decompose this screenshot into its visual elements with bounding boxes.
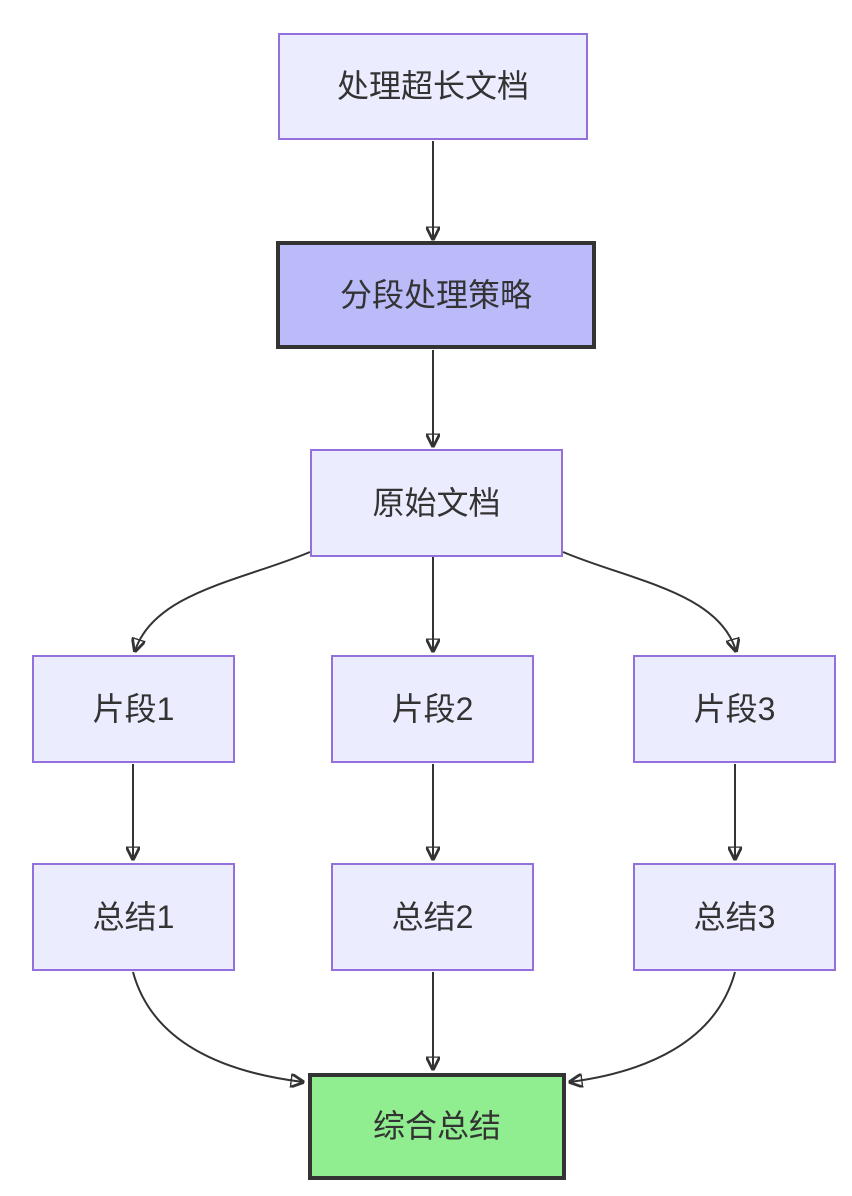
node-label: 分段处理策略 bbox=[339, 276, 532, 313]
node-segmentation-strategy: 分段处理策略 bbox=[276, 241, 596, 349]
node-original-document: 原始文档 bbox=[310, 449, 563, 557]
node-label: 处理超长文档 bbox=[336, 68, 529, 105]
node-summary-2: 总结2 bbox=[331, 863, 534, 971]
edge-e1-f bbox=[132, 971, 303, 1082]
node-label: 综合总结 bbox=[372, 1108, 501, 1145]
edge-c-d1 bbox=[135, 551, 311, 651]
node-final-summary: 综合总结 bbox=[308, 1073, 566, 1180]
node-process-long-document: 处理超长文档 bbox=[278, 33, 588, 140]
node-label: 总结2 bbox=[391, 898, 474, 935]
node-summary-1: 总结1 bbox=[32, 863, 235, 971]
edge-c-d3 bbox=[562, 551, 736, 651]
node-label: 片段1 bbox=[92, 690, 175, 727]
node-label: 总结3 bbox=[693, 898, 776, 935]
edge-e3-f bbox=[570, 971, 736, 1082]
node-label: 片段2 bbox=[391, 690, 474, 727]
node-fragment-2: 片段2 bbox=[331, 655, 534, 763]
node-fragment-1: 片段1 bbox=[32, 655, 235, 763]
node-label: 原始文档 bbox=[372, 484, 501, 521]
node-fragment-3: 片段3 bbox=[633, 655, 836, 763]
node-label: 片段3 bbox=[693, 690, 776, 727]
node-summary-3: 总结3 bbox=[633, 863, 836, 971]
node-label: 总结1 bbox=[92, 898, 175, 935]
